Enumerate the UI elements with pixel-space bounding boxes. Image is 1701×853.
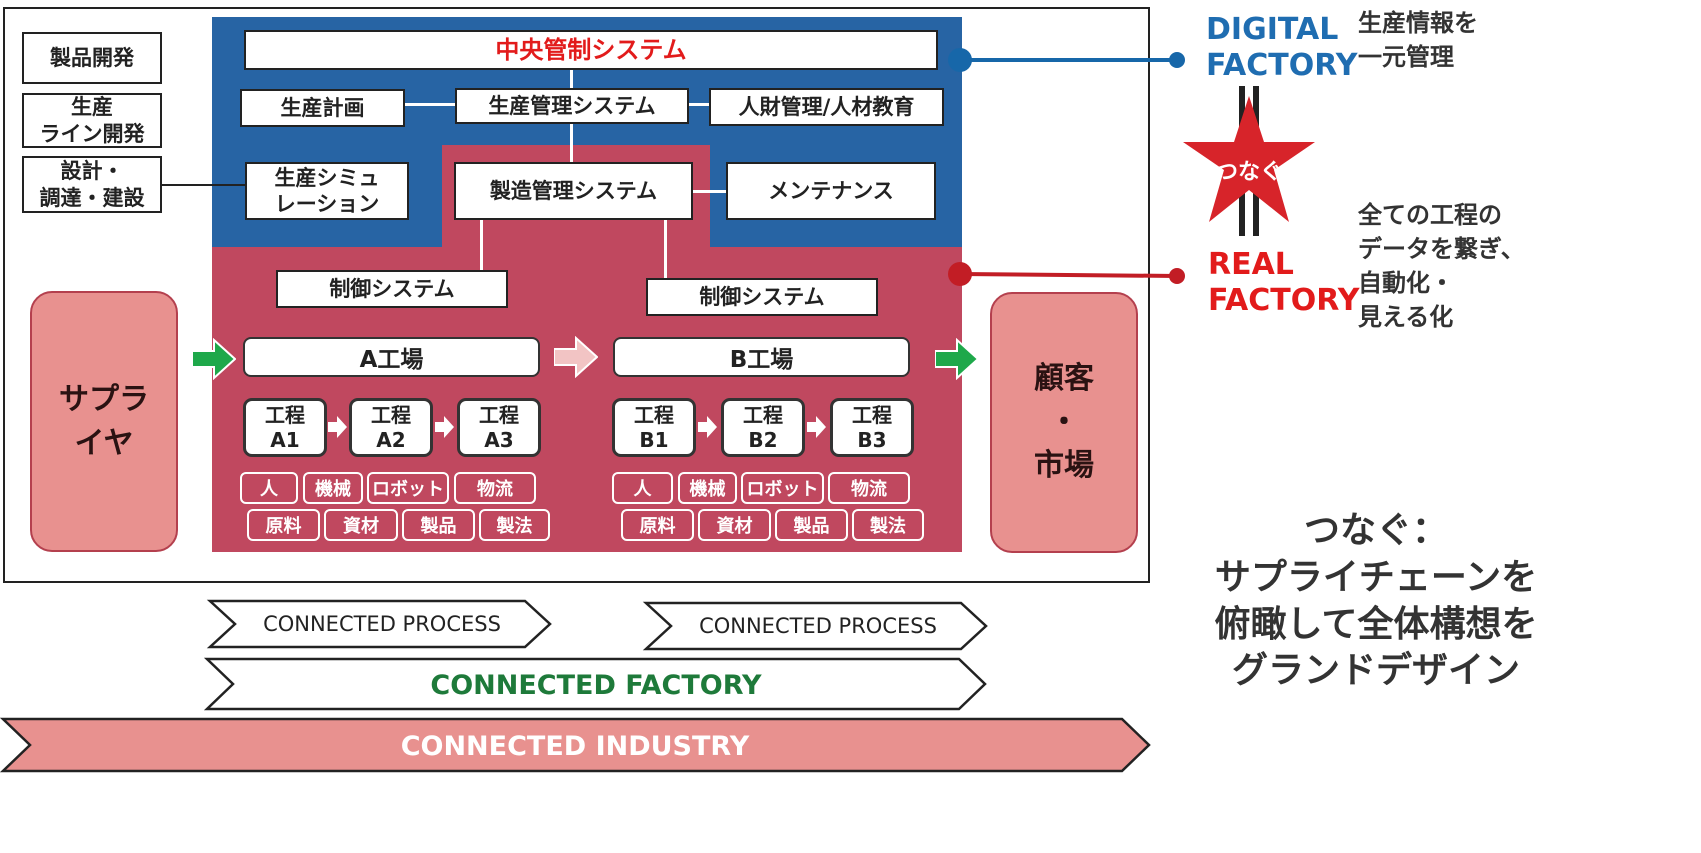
supplier-box: サプラ イヤ xyxy=(30,291,178,552)
green-arrow-icon xyxy=(935,338,979,380)
process-a3: 工程 A3 xyxy=(457,398,541,457)
real-connector xyxy=(948,262,1185,286)
connector-line xyxy=(688,103,710,106)
maintenance-box: メンテナンス xyxy=(726,162,936,220)
connected-process-banner-a: CONNECTED PROCESS xyxy=(206,599,552,649)
simulation-box: 生産シミュ レーション xyxy=(245,162,409,220)
resource-logistics-a: 物流 xyxy=(454,472,536,504)
factory-a-box: A工場 xyxy=(243,337,540,377)
digital-factory-description: 生産情報を 一元管理 xyxy=(1358,9,1478,72)
connector-line xyxy=(404,103,456,106)
manufacturing-mgmt-box: 製造管理システム xyxy=(454,162,693,220)
star-label: つなぐ xyxy=(1216,160,1282,185)
real-factory-label: REAL FACTORY xyxy=(1208,247,1360,318)
process-b3: 工程 B3 xyxy=(830,398,914,457)
resource-robot-b: ロボット xyxy=(741,472,824,504)
resource-logistics-b: 物流 xyxy=(828,472,910,504)
connector-line xyxy=(664,219,667,279)
customer-box: 顧客 ・ 市場 xyxy=(990,292,1138,553)
resource-supplies-a: 資材 xyxy=(324,509,398,541)
connector-dot-icon xyxy=(1169,268,1185,284)
connected-industry-label: CONNECTED INDUSTRY xyxy=(401,731,750,762)
summary-text: つなぐ： サプライチェーンを 俯瞰して全体構想を グランドデザイン xyxy=(1214,510,1538,692)
process-arrow-icon xyxy=(807,416,826,438)
resource-material-b: 原料 xyxy=(621,509,694,541)
pale-arrow-icon xyxy=(554,336,598,378)
resource-method-b: 製法 xyxy=(852,509,924,541)
central-control-title: 中央管制システム xyxy=(244,30,938,70)
factory-a-label: A工場 xyxy=(359,347,424,373)
hr-box: 人財管理/人材教育 xyxy=(709,88,944,126)
connected-process-label-a: CONNECTED PROCESS xyxy=(263,612,501,636)
connected-process-banner-b: CONNECTED PROCESS xyxy=(642,601,988,651)
design-procurement-box: 設計・ 調達・建設 xyxy=(22,156,162,213)
connected-industry-banner: CONNECTED INDUSTRY xyxy=(0,717,1151,773)
star-icon: つなぐ xyxy=(1183,86,1315,236)
resource-product-a: 製品 xyxy=(402,509,475,541)
connector-dot-icon xyxy=(948,48,972,72)
process-b2: 工程 B2 xyxy=(721,398,805,457)
connector-line xyxy=(570,70,573,89)
line-development-box: 生産 ライン開発 xyxy=(22,93,162,148)
process-arrow-icon xyxy=(328,416,347,438)
process-arrow-icon xyxy=(435,416,454,438)
production-plan-box: 生産計画 xyxy=(240,89,405,127)
digital-connector xyxy=(948,48,1185,72)
connected-process-label-b: CONNECTED PROCESS xyxy=(699,614,937,638)
connector-line xyxy=(692,190,727,193)
resource-material-a: 原料 xyxy=(247,509,320,541)
process-a1: 工程 A1 xyxy=(243,398,327,457)
connector-line xyxy=(570,123,573,163)
control-system-right: 制御システム xyxy=(646,278,878,316)
connector-dot-icon xyxy=(948,262,972,286)
process-a2: 工程 A2 xyxy=(349,398,433,457)
factory-b-label: B工場 xyxy=(729,347,794,373)
resource-machine-a: 機械 xyxy=(303,472,363,504)
process-arrow-icon xyxy=(698,416,717,438)
resource-method-a: 製法 xyxy=(479,509,550,541)
connector-dot-icon xyxy=(1169,52,1185,68)
resource-machine-b: 機械 xyxy=(678,472,737,504)
resource-person-a: 人 xyxy=(240,472,298,504)
digital-factory-label: DIGITAL FACTORY xyxy=(1206,12,1358,83)
production-mgmt-box: 生産管理システム xyxy=(455,88,689,124)
green-arrow-icon xyxy=(192,338,236,380)
process-b1: 工程 B1 xyxy=(612,398,696,457)
real-factory-description: 全ての工程の データを繋ぎ、 自動化・ 見える化 xyxy=(1358,201,1525,332)
resource-robot-a: ロボット xyxy=(367,472,449,504)
resource-supplies-b: 資材 xyxy=(698,509,771,541)
factory-b-box: B工場 xyxy=(613,337,910,377)
connector-line xyxy=(480,219,483,271)
connected-factory-label: CONNECTED FACTORY xyxy=(430,670,762,701)
connected-factory-banner: CONNECTED FACTORY xyxy=(203,657,987,711)
control-system-left: 制御システム xyxy=(276,270,508,308)
resource-person-b: 人 xyxy=(612,472,673,504)
product-development-box: 製品開発 xyxy=(22,32,162,84)
central-control-title-text: 中央管制システム xyxy=(495,36,687,64)
connector-line xyxy=(162,184,246,186)
resource-product-b: 製品 xyxy=(775,509,848,541)
